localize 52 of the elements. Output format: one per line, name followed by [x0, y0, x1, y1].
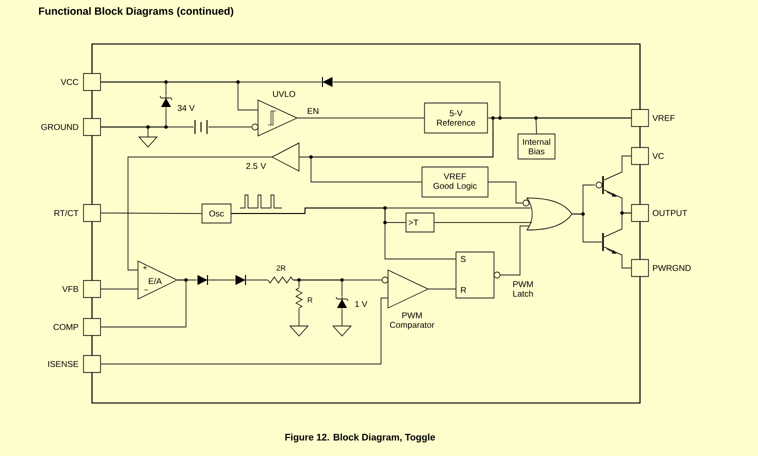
- wire: [604, 156, 632, 180]
- block-label: E/A: [148, 278, 162, 284]
- wire: [500, 226, 530, 276]
- block-label: PWM Comparator: [390, 312, 434, 330]
- wire: [100, 288, 138, 290]
- pin-label: VREF: [652, 115, 675, 121]
- edge-label: EN: [306, 107, 320, 115]
- wire: [604, 246, 632, 268]
- wire: [572, 214, 602, 242]
- wire: [293, 280, 342, 297]
- pin-label: ISENSE: [48, 361, 78, 367]
- transistor-symbol: [602, 233, 616, 254]
- wire: [428, 288, 456, 290]
- wire: [100, 126, 148, 137]
- wire: [100, 82, 166, 96]
- diode-symbol: [234, 274, 246, 286]
- wire: [100, 212, 202, 214]
- block-label: >T: [408, 220, 418, 226]
- title: Functional Block Diagrams (continued): [39, 7, 234, 17]
- wire: [298, 308, 300, 326]
- block-label: 2.5 V: [246, 163, 266, 169]
- pin-label: PWRGND: [653, 265, 691, 271]
- block-box: VREF Good Logic: [422, 166, 488, 198]
- pin-label: VCC: [60, 79, 78, 85]
- block-label: PWM Latch: [513, 281, 533, 297]
- wire: [128, 156, 272, 270]
- pin-label: VFB: [62, 286, 78, 292]
- block-box: 5-V Reference: [424, 102, 488, 134]
- transistor-symbol: [596, 176, 616, 197]
- block-box: Osc: [202, 204, 232, 224]
- pin-label: GROUND: [41, 124, 78, 130]
- component-label: 1 V: [355, 301, 368, 307]
- wire: [231, 208, 456, 260]
- block-box: Internal Bias: [518, 134, 556, 160]
- wire: [604, 212, 632, 238]
- component-label: 34 V: [178, 105, 195, 111]
- pin-label: VC: [652, 153, 664, 159]
- block-label: UVLO: [273, 91, 296, 97]
- battery-symbol: [194, 120, 208, 134]
- pin-label: COMP: [54, 324, 78, 330]
- or-gate: [522, 198, 572, 230]
- wire: [208, 126, 252, 128]
- wire: [100, 298, 388, 364]
- diode-symbol: [322, 76, 334, 88]
- wire: [310, 118, 632, 182]
- wire: [434, 222, 532, 223]
- pin-label: RT/CT: [54, 210, 78, 216]
- wire: [100, 280, 186, 328]
- pin-label: OUTPUT: [652, 210, 688, 216]
- diode-symbol: [196, 274, 208, 286]
- wire: [488, 182, 523, 204]
- caption: Figure 12. Block Diagram, Toggle: [285, 434, 435, 442]
